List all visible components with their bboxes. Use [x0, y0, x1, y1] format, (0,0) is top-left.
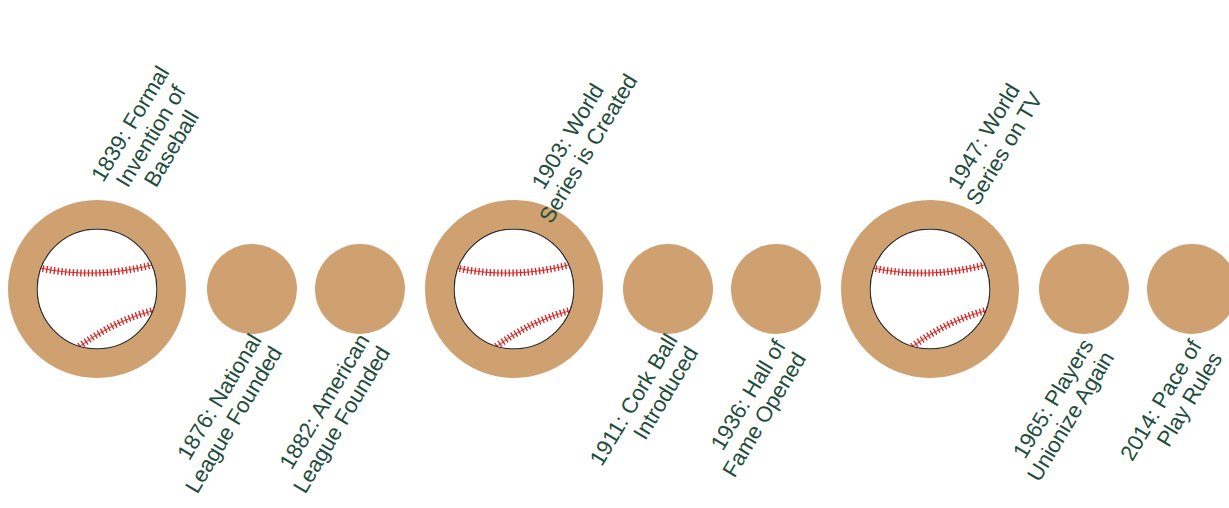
milestone-circle: 1903: World Series is Created [425, 200, 603, 378]
event-circle: 1936: Hall of Fame Opened [731, 244, 821, 334]
tan-ring [855, 214, 1005, 364]
ring-outline [8, 200, 186, 378]
event-label: 2014: Pace of Play Rules [1104, 336, 1228, 498]
disc-outline [315, 244, 405, 334]
disc-outline [731, 244, 821, 334]
disc-outline [207, 244, 297, 334]
tan-ring [439, 214, 589, 364]
tan-disc [207, 244, 297, 334]
disc-outline [1039, 244, 1129, 334]
event-label: 1876: National League Founded [156, 330, 287, 505]
event-label: 1936: Hall of Fame Opened [688, 336, 812, 498]
event-circle: 1965: Players Unionize Again [1039, 244, 1129, 334]
tan-disc [1039, 244, 1129, 334]
event-circle: 1911: Cork Ball Introduced [623, 244, 713, 334]
event-circle: 1876: National League Founded [207, 244, 297, 334]
event-label: 1903: World Series is Created [512, 54, 645, 231]
disc-outline [1147, 244, 1229, 334]
tan-ring [22, 214, 172, 364]
ring-outline [841, 200, 1019, 378]
milestone-circle: 1839: Formal Invention of Baseball [8, 200, 186, 378]
tan-disc [315, 244, 405, 334]
event-circle: 1882: American League Founded [315, 244, 405, 334]
event-label: 1839: Formal Invention of Baseball [82, 54, 221, 220]
tan-disc [731, 244, 821, 334]
event-circle: 2014: Pace of Play Rules [1147, 244, 1229, 334]
event-label: 1965: Players Unionize Again [990, 335, 1119, 505]
tan-disc [1147, 244, 1229, 334]
disc-outline [623, 244, 713, 334]
milestone-circle: 1947: World Series on TV [841, 200, 1019, 378]
tan-disc [623, 244, 713, 334]
ring-outline [425, 200, 603, 378]
event-label: 1911: Cork Ball Introduced [572, 330, 703, 505]
event-label: 1947: World Series on TV [933, 62, 1057, 224]
